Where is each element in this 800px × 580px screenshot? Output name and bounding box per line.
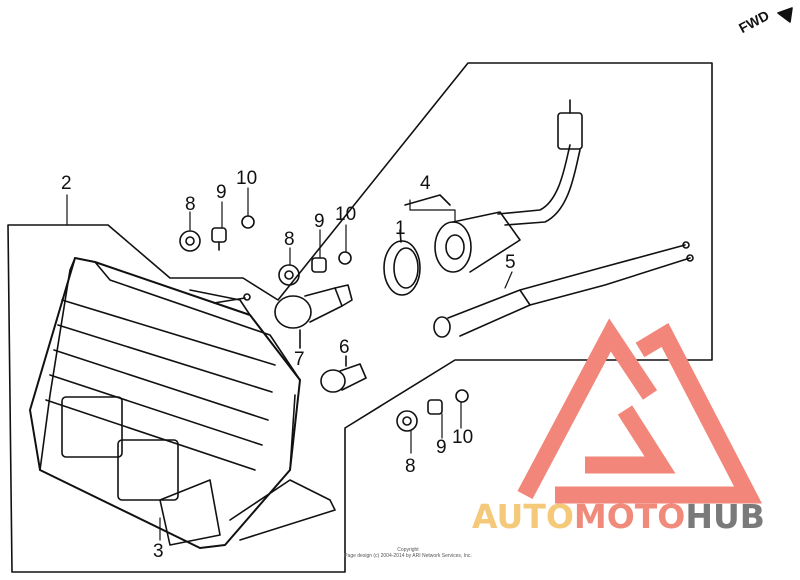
assembly-boundary — [7, 62, 713, 573]
callout-6: 6 — [339, 337, 350, 358]
callout-9-bottom: 9 — [436, 437, 447, 458]
callout-9-mid: 9 — [314, 211, 325, 232]
callout-10-top: 10 — [236, 168, 258, 189]
callout-5: 5 — [505, 252, 516, 273]
watermark-logo-icon — [517, 318, 762, 504]
callout-7: 7 — [294, 349, 305, 370]
callout-1: 1 — [395, 218, 406, 239]
watermark-part-hub: HUB — [685, 497, 765, 536]
callout-10-bottom: 10 — [452, 427, 474, 448]
copyright-line-1: Copyright — [397, 547, 419, 553]
socket-gasket-1 — [383, 229, 421, 296]
callout-8-top: 8 — [185, 194, 196, 215]
forward-arrow-icon — [777, 7, 793, 23]
callout-10-mid: 10 — [335, 204, 357, 225]
leader-lines — [66, 187, 513, 541]
callout-9-top: 9 — [216, 182, 227, 203]
socket-harness-5 — [433, 241, 694, 338]
fastener-set-mid — [278, 251, 352, 286]
bulb-6 — [320, 355, 367, 393]
taillight-lens — [29, 257, 336, 549]
callout-8-bottom: 8 — [405, 456, 416, 477]
copyright-notice: Copyright Page design (c) 2004-2014 by A… — [318, 547, 498, 559]
callout-4: 4 — [420, 173, 431, 194]
callout-3: 3 — [153, 541, 164, 562]
watermark-part-auto: AUTO — [472, 497, 574, 536]
callout-8-mid: 8 — [284, 229, 295, 250]
socket-harness-4 — [404, 99, 583, 273]
watermark-part-moto: MOTO — [573, 497, 686, 536]
copyright-line-2: Page design (c) 2004-2014 by ARI Network… — [344, 553, 472, 559]
callout-2: 2 — [61, 173, 72, 194]
bulb-7 — [274, 284, 353, 349]
fastener-set-bottom — [396, 389, 469, 432]
watermark-wordmark: AUTOMOTOHUB — [472, 497, 765, 536]
fastener-set-top — [179, 215, 255, 252]
